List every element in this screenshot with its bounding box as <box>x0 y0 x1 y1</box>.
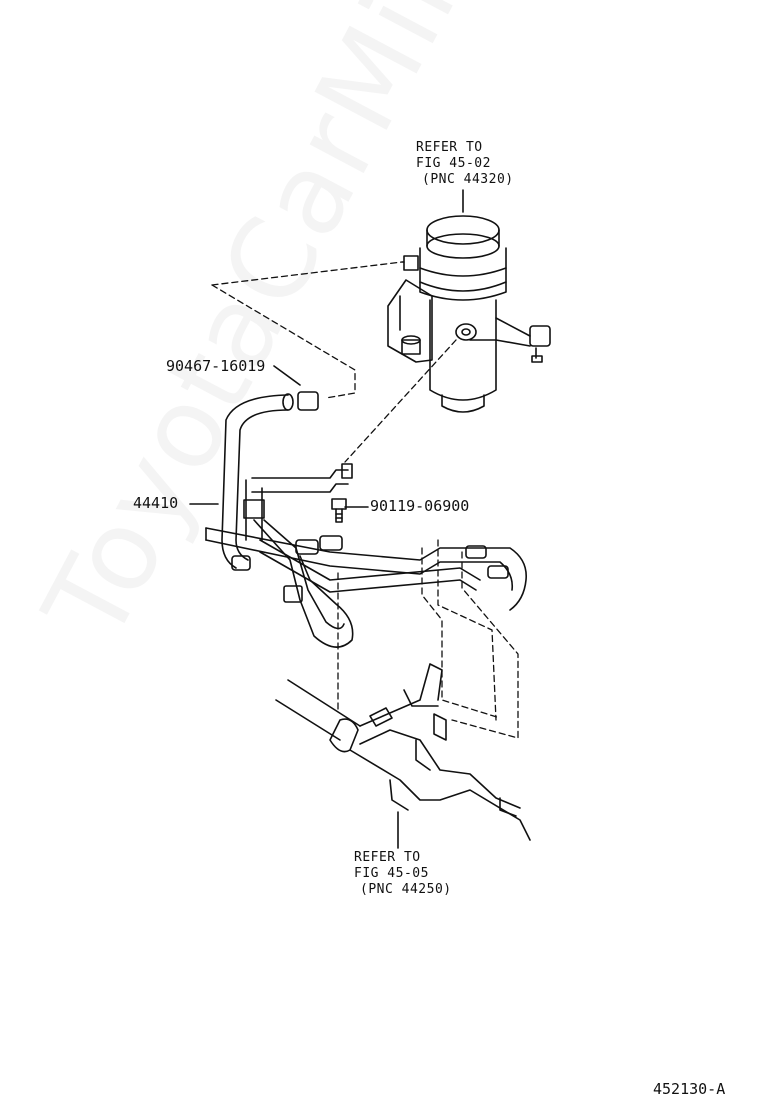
leader-clip <box>273 365 301 386</box>
part-number-hose: 44410 <box>133 494 179 512</box>
gear-ref-line2: FIG 45-05 <box>354 866 429 881</box>
part-number-bolt: 90119-06900 <box>370 497 470 515</box>
steering-gear-drawing <box>275 663 531 841</box>
reservoir-ref-line1: REFER TO <box>416 140 483 155</box>
bolt-drawing <box>331 498 347 523</box>
reservoir-ref-line2: FIG 45-02 <box>416 156 491 171</box>
hose-and-pipe-drawing <box>205 391 527 648</box>
figure-id: 452130-A <box>653 1080 726 1098</box>
part-number-clip: 90467-16019 <box>166 357 266 375</box>
dashed-guides <box>211 261 519 739</box>
gear-ref-line1: REFER TO <box>354 850 421 865</box>
reservoir-pump-drawing <box>387 215 551 413</box>
reservoir-ref-line3: (PNC 44320) <box>422 172 514 187</box>
gear-ref-line3: (PNC 44250) <box>360 882 452 897</box>
